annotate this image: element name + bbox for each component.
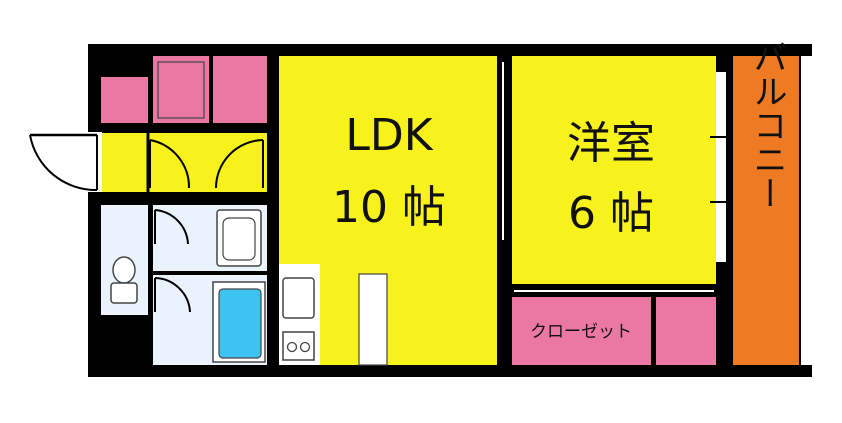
closet-label: クローゼット (530, 322, 632, 342)
western-room-size: 6 帖 (568, 188, 654, 239)
door-swing-arc (149, 139, 191, 189)
door-swing-arc (215, 139, 264, 189)
balcony-railing (801, 56, 812, 365)
bathtub (218, 288, 262, 359)
door-swing-arc (154, 277, 191, 313)
door-swing-arc (154, 209, 189, 245)
refrigerator-space (358, 273, 388, 366)
ldk-size: 10 帖 (332, 182, 446, 233)
toilet-bowl (112, 256, 136, 284)
balcony-label: バルコニー (747, 40, 787, 210)
storage-top-right (213, 56, 267, 123)
burner (299, 341, 311, 353)
toilet-tank (110, 282, 138, 304)
balcony (733, 56, 799, 365)
storage-top-left (101, 77, 148, 123)
storage-top-middle (153, 56, 209, 123)
storage-inner-frame (157, 61, 205, 119)
washbasin-bowl (222, 217, 256, 261)
entrance-opening (88, 132, 102, 192)
closet (512, 297, 651, 365)
ldk-name: LDK (345, 110, 433, 161)
kitchen-sink (282, 277, 315, 319)
window (716, 72, 726, 262)
western-room-name: 洋室 (567, 118, 655, 169)
entrance-door-arc (29, 134, 98, 192)
burner (286, 341, 298, 353)
entry-hall (101, 133, 267, 192)
western-room (512, 56, 716, 284)
closet-side (656, 297, 716, 365)
